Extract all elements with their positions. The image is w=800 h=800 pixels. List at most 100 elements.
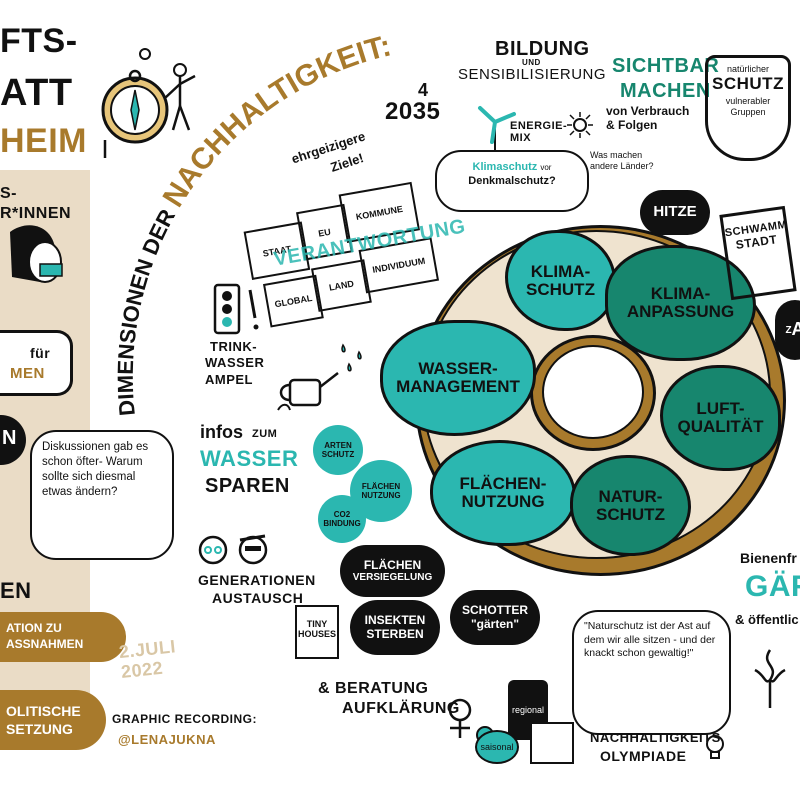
- arc-title-prefix: DIMENSIONEN DER: [113, 199, 183, 417]
- title-fragment-1: FTS-: [0, 22, 78, 60]
- discussion-speech-bubble: Diskussionen gab es schon öfter- Warum s…: [30, 430, 174, 560]
- left-pill-1: ATION zu ASSNAHMEN: [0, 612, 126, 662]
- cloud-versiegelung-line-2: VERSIEGELUNG: [352, 572, 433, 584]
- left-fragment-1: S-: [0, 185, 17, 202]
- sichtbar-line-2: MACHEN: [620, 80, 711, 102]
- zum-label: ZUM: [252, 428, 278, 440]
- trink-line-3: AMPEL: [205, 372, 253, 387]
- blob-klimaschutz-label: KLIMA- SCHUTZ: [526, 261, 595, 299]
- left-fragment-6: EN: [0, 578, 32, 603]
- schutz-line-2: SCHUTZ: [712, 74, 784, 93]
- left-pill-2-label: OLITISCHE SETZUNG: [6, 702, 81, 737]
- date-stamp: 2.JULI 2022: [117, 636, 177, 682]
- gear-artenschutz: ARTEN SCHUTZ: [313, 425, 363, 475]
- tiny-house-icon: TINY HOUSES: [295, 605, 339, 659]
- blob-klimaanpassung-label: KLIMA- ANPASSUNG: [626, 284, 735, 321]
- blob-flaechennutzung: FLÄCHEN- NUTZUNG: [430, 440, 576, 546]
- schutz-shield: natürlicher SCHUTZ vulnerabler Gruppen: [705, 55, 791, 161]
- credit-label: GRAPHIC RECORDING:: [112, 712, 258, 726]
- watering-can-icon: [277, 372, 339, 411]
- blob-klimaanpassung: KLIMA- ANPASSUNG: [605, 245, 756, 361]
- traffic-light-icon: [213, 283, 259, 335]
- sichtbar-line-3: von Verbrauch & Folgen: [606, 104, 690, 133]
- blob-klimaschutz: KLIMA- SCHUTZ: [505, 230, 616, 331]
- infos-label: infos: [200, 422, 243, 442]
- gear-co2: CO2 BINDUNG: [318, 495, 366, 543]
- blob-wassermanagement-label: WASSER- MANAGEMENT: [396, 359, 520, 396]
- cloud-insekten: INSEKTEN STERBEN: [350, 600, 440, 655]
- recycle-box-icon: [530, 722, 574, 764]
- bildung-title: BILDUNG: [495, 38, 590, 60]
- discussion-quote: Diskussionen gab es schon öfter- Warum s…: [42, 441, 149, 498]
- right-edge-cloud-label-2: A: [791, 319, 800, 340]
- bildung-und: UND: [522, 58, 541, 67]
- compass-illustration-icon: [101, 48, 196, 158]
- gaerten-label: GÄR: [745, 570, 800, 603]
- gear-artenschutz-label: ARTEN SCHUTZ: [321, 441, 355, 459]
- oeffentlich-label: & öffentlic: [735, 612, 799, 627]
- beratung-line-2: AUFKLÄRUNG: [342, 700, 460, 717]
- cloud-versiegelung-line-1: FLÄCHEN: [363, 557, 422, 572]
- apple-saisonal: saisonal: [475, 730, 519, 764]
- tiny-line-1: TINY: [306, 619, 328, 629]
- schutz-line-3: vulnerabler Gruppen: [725, 96, 771, 117]
- trink-line-2: WASSER: [205, 355, 265, 370]
- schwammstadt-box: SCHWAMM STADT: [719, 205, 797, 301]
- apple-saisonal-label: saisonal: [480, 742, 514, 752]
- gear-co2-label: CO2 BINDUNG: [323, 510, 361, 528]
- donut-hole: [542, 345, 644, 439]
- sun-icon: [567, 112, 593, 138]
- schutz-line-1: natürlicher: [726, 64, 770, 74]
- flower-icon: [754, 649, 786, 708]
- left-pill-1-label: ATION zu ASSNAHMEN: [6, 621, 84, 651]
- arc-title: DIMENSIONEN DER NACHHALTIGKEIT:: [113, 29, 394, 417]
- countries-question: Was machen andere Länder?: [590, 150, 654, 171]
- generationen-line-1: GENERATIONEN: [198, 572, 316, 588]
- olympiade-line-1: NACHHALTIGKEITS: [590, 730, 721, 745]
- cloud-versiegelung: FLÄCHEN VERSIEGELUNG: [340, 545, 445, 597]
- left-fragment-2: R*INNEN: [0, 205, 72, 222]
- bienen-label: Bienenfr: [740, 550, 797, 566]
- hitze-label: HITZE: [653, 203, 697, 221]
- naturschutz-quote-bubble: "Naturschutz ist der Ast auf dem wir all…: [572, 610, 731, 735]
- title-fragment-3: HEIM: [0, 122, 87, 160]
- wind-turbine-icon: [478, 106, 516, 150]
- cloud-insekten-line-1: INSEKTEN: [364, 613, 426, 628]
- generations-faces-icon: [198, 534, 268, 565]
- left-dark-cloud-label: N: [2, 427, 17, 449]
- generationen-line-2: AUSTAUSCH: [212, 590, 304, 606]
- blob-luftqualitaet-label: LUFT- QUALITÄT: [677, 399, 764, 436]
- naturschutz-quote: "Naturschutz ist der Ast auf dem wir all…: [584, 620, 716, 660]
- lightbulb-icon: [706, 735, 724, 759]
- year-digit: 4: [418, 80, 429, 100]
- water-drops-icon: [341, 343, 362, 372]
- klimaschutz-question-bubble: Klimaschutz vor Denkmalschutz?: [435, 150, 589, 212]
- cloud-schotter: SCHOTTER "gärten": [450, 590, 540, 645]
- sparen-label: SPAREN: [205, 475, 290, 497]
- cloud-schotter-line-1: SCHOTTER: [462, 603, 528, 618]
- sichtbar-line-1: SICHTBAR: [612, 55, 720, 77]
- blob-naturschutz: NATUR- SCHUTZ: [570, 455, 691, 556]
- blob-wassermanagement: WASSER- MANAGEMENT: [380, 320, 536, 436]
- hitze-cloud: HITZE: [640, 190, 710, 235]
- cloud-insekten-line-2: STERBEN: [366, 626, 424, 641]
- credit-name: @LENAJUKNA: [118, 732, 216, 747]
- trink-line-1: TRINK-: [210, 339, 258, 354]
- blob-luftqualitaet: LUFT- QUALITÄT: [660, 365, 781, 471]
- gear-flaechennutzung-label: FLÄCHEN NUTZUNG: [361, 482, 401, 500]
- person-face-icon: [10, 225, 63, 283]
- olympiade-line-2: OLYMPIADE: [600, 748, 687, 764]
- wasser-label: WASSER: [200, 446, 299, 471]
- right-edge-cloud-label-1: Z: [785, 324, 792, 336]
- klimaschutz-question-3: Denkmalschutz?: [468, 175, 556, 188]
- left-pill-2: OLITISCHE SETZUNG: [0, 690, 106, 750]
- cloud-schotter-line-2: "gärten": [470, 616, 520, 631]
- blob-flaechennutzung-label: FLÄCHEN- NUTZUNG: [459, 474, 547, 511]
- bildung-subtitle: SENSIBILISIERUNG: [458, 66, 607, 83]
- right-edge-cloud: Z A: [775, 300, 800, 360]
- tiny-line-2: HOUSES: [297, 629, 336, 639]
- klimaschutz-question-2: vor: [540, 163, 552, 172]
- blob-naturschutz-label: NATUR- SCHUTZ: [596, 486, 665, 524]
- left-card: für MEN: [0, 330, 73, 396]
- energie-label: ENERGIE-MIX: [510, 120, 568, 145]
